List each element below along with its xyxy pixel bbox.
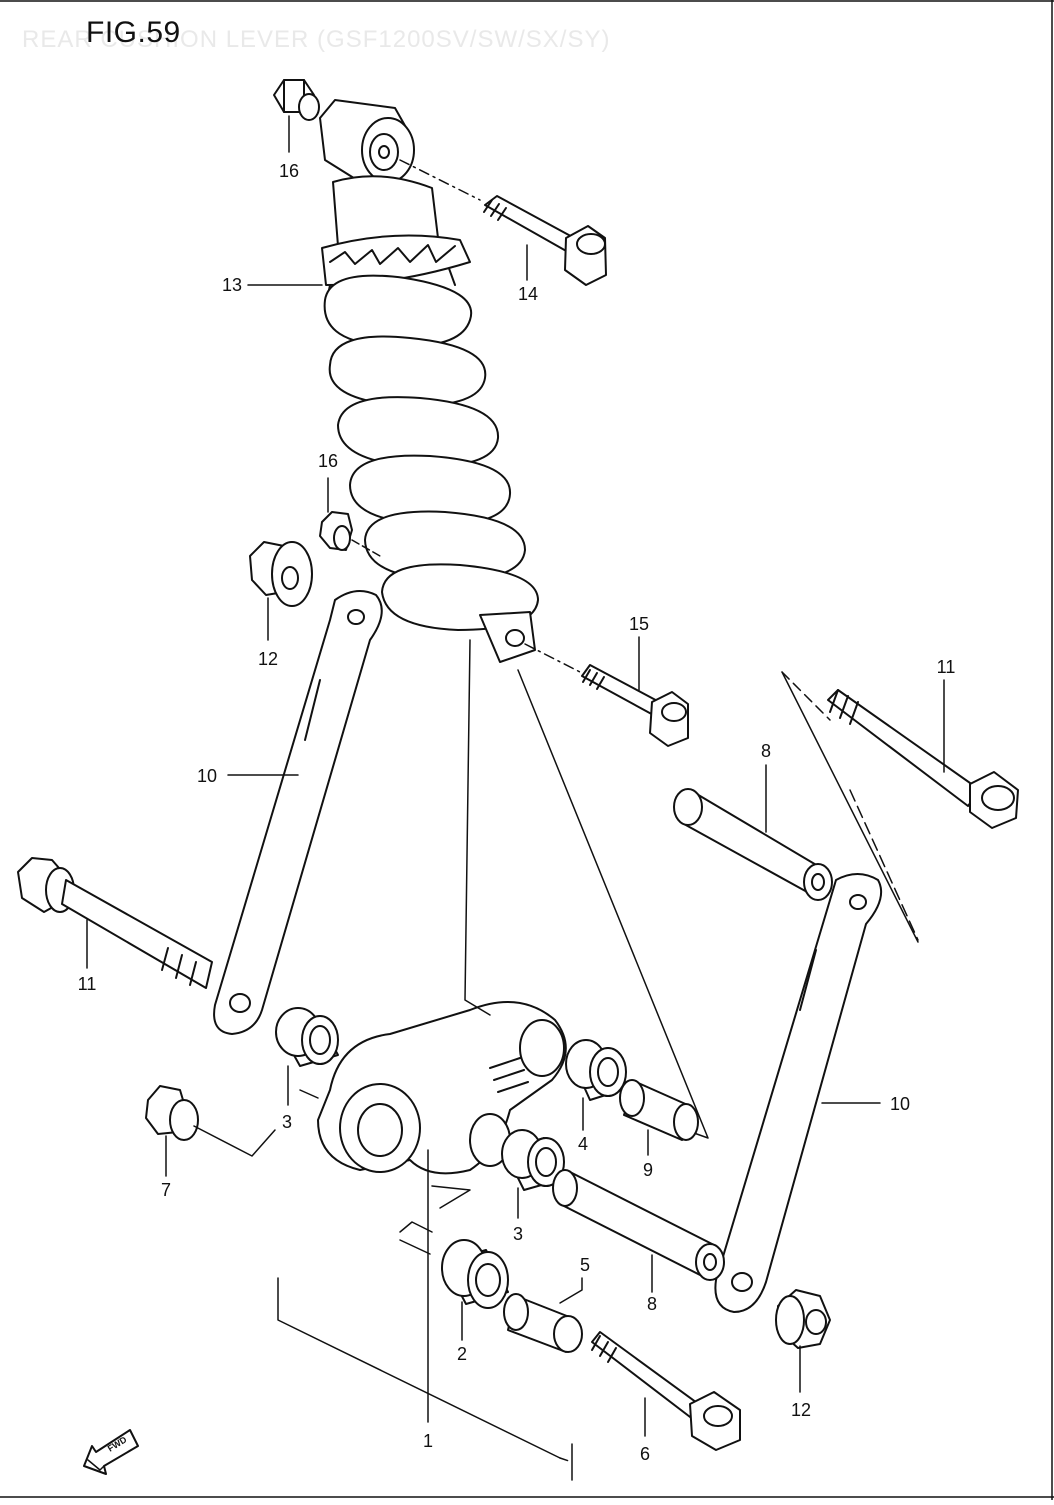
callout-10-left: 10 (197, 766, 217, 786)
callout-12-lower: 12 (791, 1400, 811, 1420)
part-10-left-link-rod (213, 590, 383, 1035)
callout-13: 13 (222, 275, 242, 295)
part-15-bolt (524, 643, 689, 747)
part-11-right-bolt (781, 671, 1019, 943)
part-4-bushing (565, 1039, 629, 1101)
callout-6: 6 (640, 1444, 650, 1464)
callout-4: 4 (578, 1134, 588, 1154)
part-6-bolt (591, 1331, 741, 1451)
callout-8-upper: 8 (761, 741, 771, 761)
figure-title: FIG.59 (86, 16, 181, 49)
part-7-nut (145, 1085, 276, 1157)
callout-9: 9 (643, 1160, 653, 1180)
rear-shock-absorber (319, 99, 539, 663)
part-12-upper-nut (249, 541, 313, 607)
callout-3-lower: 3 (513, 1224, 523, 1244)
part-1-cushion-lever (317, 1001, 567, 1175)
part-3-lower-bushing (501, 1129, 567, 1191)
part-9-spacer (619, 1079, 699, 1141)
callout-15: 15 (629, 614, 649, 634)
callout-14: 14 (518, 284, 538, 304)
part-8-lower-spacer (552, 1169, 725, 1281)
part-12-lower-nut (775, 1289, 831, 1349)
callout-11-right: 11 (937, 657, 956, 677)
part-10-right-link-rod (714, 873, 882, 1313)
callout-11-left: 11 (78, 974, 97, 994)
callout-2: 2 (457, 1344, 467, 1364)
callout-3-upper: 3 (282, 1112, 292, 1132)
part-3-upper-bushing (275, 1007, 339, 1067)
callout-16-mid: 16 (318, 451, 338, 471)
callout-8-lower: 8 (647, 1294, 657, 1314)
part-8-upper-spacer (673, 788, 833, 901)
part-16-top-nut (273, 79, 320, 121)
part-11-left-bolt (17, 857, 213, 989)
figure-subtitle: REAR CUSHION LEVER (GSF1200SV/SW/SX/SY) (22, 26, 611, 53)
callout-10-right: 10 (890, 1094, 910, 1114)
part-14-bolt (399, 159, 607, 286)
part-5-spacer (503, 1293, 583, 1353)
callout-1: 1 (423, 1431, 433, 1451)
callout-12-upper: 12 (258, 649, 278, 669)
fwd-arrow-icon (83, 1429, 139, 1475)
callout-16-top: 16 (279, 161, 299, 181)
part-2-bushing (441, 1239, 509, 1309)
callout-5: 5 (580, 1255, 590, 1275)
callout-7: 7 (161, 1180, 171, 1200)
part-16-mid-nut (319, 511, 381, 557)
